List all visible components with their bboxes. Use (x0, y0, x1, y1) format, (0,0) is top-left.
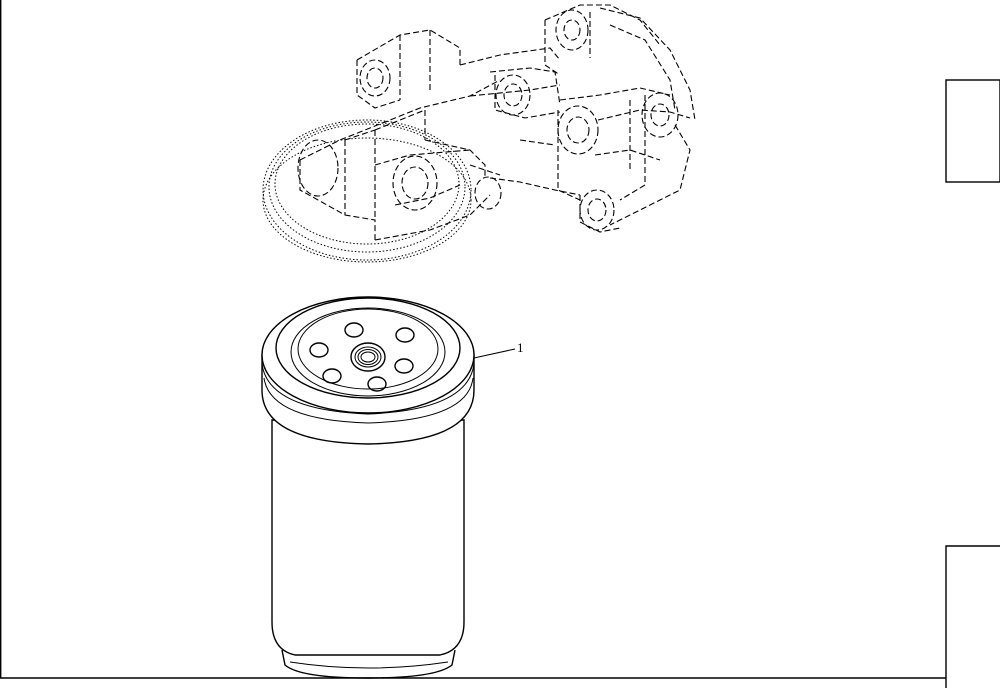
callout-1: 1 (473, 340, 524, 359)
filter-cartridge (261, 296, 475, 679)
callout-number: 1 (517, 340, 524, 355)
filter-head-dashed (262, 4, 696, 263)
